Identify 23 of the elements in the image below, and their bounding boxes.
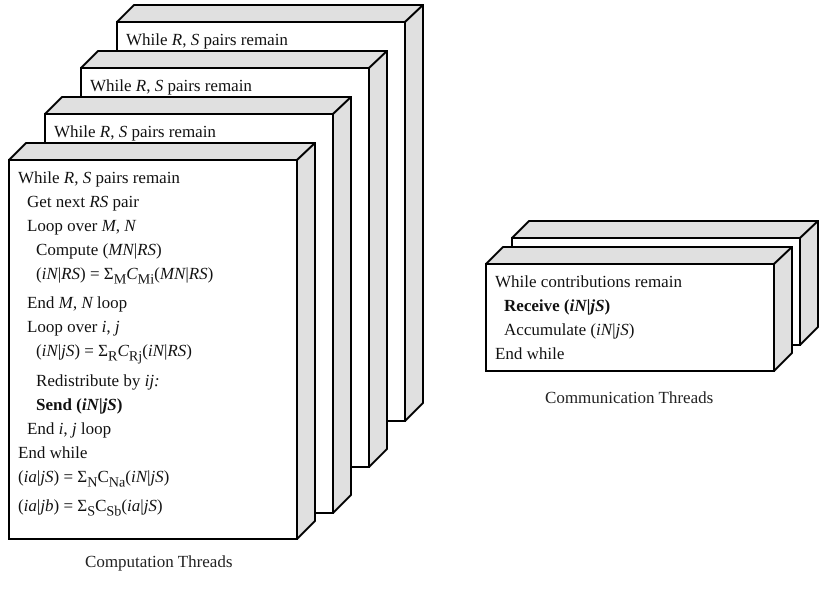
code-line: Loop over M, N (27, 215, 136, 237)
code-line: End i, j loop (27, 418, 112, 440)
caption: Computation Threads (85, 552, 232, 572)
code-line: Receive (iN|jS) (504, 295, 610, 317)
code-line: While contributions remain (495, 271, 682, 293)
code-line: Loop over i, j (27, 316, 120, 338)
code-line: (ia|jS) = Σ$_{N}$C$_{Na}$(iN|jS) (18, 466, 170, 492)
code-line: While R, S pairs remain (18, 167, 180, 189)
code-line: Accumulate (iN|jS) (504, 319, 634, 341)
code-line: Redistribute by ij: (36, 370, 160, 392)
code-line: (iN|jS) = Σ$_{R}$C$_{Rj}$(iN|RS) (36, 340, 192, 367)
code-line: (iN|RS) = Σ$_{M}$C$_{Mi}$(MN|RS) (36, 263, 214, 290)
code-line: Compute (MN|RS) (36, 239, 162, 261)
code-line: End while (495, 343, 564, 365)
code-line: While R, S pairs remain (54, 121, 216, 143)
code-line: (ia|jb) = Σ$_{S}$C$_{Sb}$(ia|jS) (18, 495, 163, 522)
code-line: Send (iN|jS) (36, 394, 122, 416)
code-line: While R, S pairs remain (90, 75, 252, 97)
code-line: End while (18, 442, 88, 464)
caption: Communication Threads (545, 388, 714, 408)
code-line: Get next RS pair (27, 191, 139, 213)
code-line: End M, N loop (27, 292, 128, 314)
code-line: While R, S pairs remain (126, 29, 288, 51)
